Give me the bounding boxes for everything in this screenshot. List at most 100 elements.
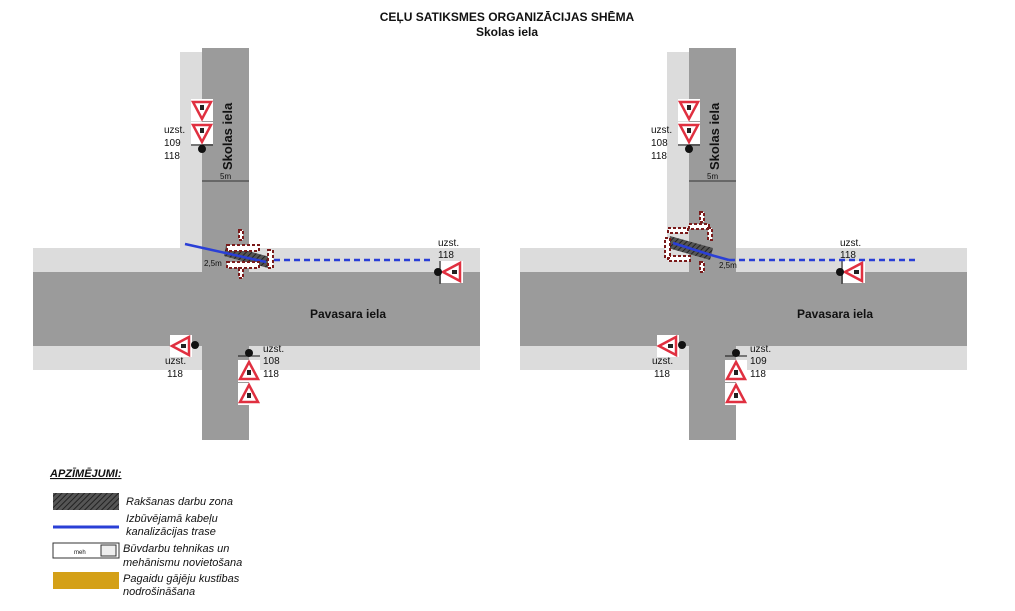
barrier (667, 227, 689, 234)
dimension-5m: 5m (220, 172, 231, 181)
sign-label: 109 (750, 356, 767, 367)
dimension-2-5m: 2,5m (204, 259, 222, 268)
cable-route-built (184, 242, 267, 264)
sign-label: uzst. (840, 238, 861, 249)
sign-label: 108 (263, 356, 280, 367)
sign-label: 118 (167, 369, 183, 380)
sign-post-dot (678, 341, 686, 349)
sign-label: uzst. (164, 125, 185, 136)
barrier-segment (699, 211, 705, 223)
sign-post-dot (198, 145, 206, 153)
sign-label: uzst. (165, 356, 186, 367)
warning-roadwork-sign (677, 100, 701, 122)
sign-label: uzst. (652, 356, 673, 367)
legend-title: APZĪMĒJUMI: (49, 468, 122, 480)
sign-label: 118 (654, 369, 670, 380)
warning-roadwork-sign (190, 100, 214, 122)
warning-roadwork-sign-glyph (687, 105, 691, 110)
barrier-segment (226, 244, 260, 252)
narrowing-sign (677, 123, 701, 145)
legend-pedestrian-swatch (53, 572, 119, 589)
barrier-segment (707, 227, 713, 241)
sign-label: 118 (438, 250, 454, 261)
roadwork-sign-glyph (854, 270, 859, 274)
barrier-segment (267, 249, 274, 269)
scheme-subtitle: Skolas iela (476, 25, 538, 39)
roadwork-sign-glyph (734, 393, 738, 398)
vehicle-cab-icon (100, 544, 117, 557)
barrier (664, 237, 671, 259)
barrier (699, 211, 705, 223)
barrier (267, 249, 274, 269)
sign-post-dot (191, 341, 199, 349)
roadwork-sign-glyph (181, 344, 186, 348)
street-name-vertical: Skolas iela (707, 102, 722, 170)
barrier-segment (238, 229, 244, 241)
road-horizontal (520, 272, 967, 346)
legend-label: mehānismu novietošana (123, 557, 242, 569)
roadwork-sign (656, 334, 678, 358)
sign-label: 118 (164, 151, 180, 162)
barrier-segment (226, 261, 260, 269)
barrier (226, 261, 260, 269)
narrowing-sign-glyph (200, 128, 204, 133)
barrier-segment (667, 255, 691, 262)
barrier (238, 267, 244, 279)
barrier-segment (699, 261, 705, 273)
barrier-segment (664, 237, 671, 259)
sign-label: uzst. (651, 125, 672, 136)
cable-route-built (710, 253, 730, 262)
legend: APZĪMĒJUMI: Rakšanas darbu zona Izbūvēja… (49, 468, 242, 598)
sign-post-dot (685, 145, 693, 153)
sign-post-dot (245, 349, 253, 357)
dimension-2-5m: 2,5m (719, 261, 737, 270)
sign-post-dot (434, 268, 442, 276)
street-name-horizontal: Pavasara iela (797, 307, 873, 321)
roadwork-sign (169, 334, 191, 358)
sign-label: 118 (840, 250, 856, 261)
legend-dig-zone-swatch (53, 493, 119, 510)
dimension-5m: 5m (707, 172, 718, 181)
legend-label: nodrošināšana (123, 586, 195, 598)
warning-roadwork-sign-glyph (200, 105, 204, 110)
barrier (699, 261, 705, 273)
legend-machinery-box-text: meh (74, 550, 86, 556)
sign-label: uzst. (263, 344, 284, 355)
legend-label: Būvdarbu tehnikas un (123, 543, 229, 555)
legend-label: kanalizācijas trase (126, 526, 216, 538)
sign-label: 118 (263, 369, 279, 380)
sign-label: 118 (651, 151, 667, 162)
roadwork-sign-glyph (452, 270, 457, 274)
roadwork-sign (440, 260, 462, 284)
sign-label: 108 (651, 138, 668, 149)
roadwork-sign (842, 260, 864, 284)
barrier (226, 244, 260, 252)
narrowing-sign-glyph (247, 370, 251, 375)
narrowing-sign-glyph (687, 128, 691, 133)
sign-label: 118 (750, 369, 766, 380)
street-name-vertical: Skolas iela (220, 102, 235, 170)
sign-post-dot (836, 268, 844, 276)
sign-post-dot (732, 349, 740, 357)
narrowing-sign (190, 123, 214, 145)
roadwork-sign-glyph (668, 344, 673, 348)
legend-label: Pagaidu gājēju kustības (123, 573, 240, 585)
legend-label: Rakšanas darbu zona (126, 496, 233, 508)
barrier-segment (238, 267, 244, 279)
sign-label: uzst. (438, 238, 459, 249)
roadwork-sign-glyph (247, 393, 251, 398)
cable-route-built (672, 241, 712, 257)
street-name-horizontal: Pavasara iela (310, 307, 386, 321)
barrier-segment (667, 227, 689, 234)
barrier-segment (688, 223, 710, 230)
scheme-title: CEĻU SATIKSMES ORGANIZĀCIJAS SHĒMA (380, 10, 635, 24)
legend-label: Izbūvējamā kabeļu (126, 513, 218, 525)
narrowing-sign-glyph (734, 370, 738, 375)
sign-label: uzst. (750, 344, 771, 355)
barrier (238, 229, 244, 241)
barrier (667, 255, 691, 262)
barrier (688, 223, 710, 230)
